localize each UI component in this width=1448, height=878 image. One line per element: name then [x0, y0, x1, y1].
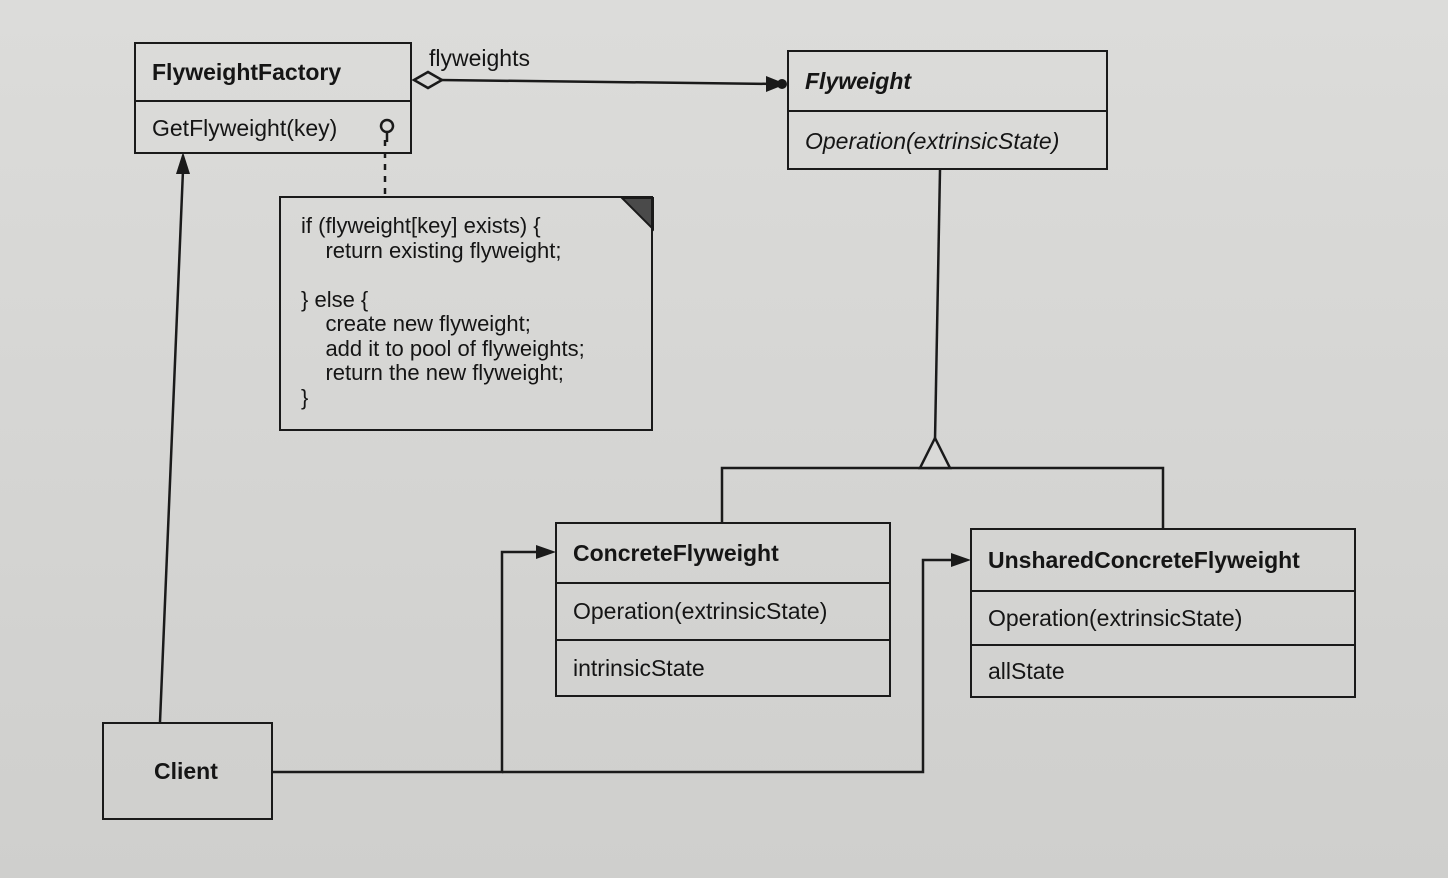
client-unshared-line [502, 558, 955, 774]
generalization-triangle [917, 435, 953, 470]
class-client: Client [102, 722, 273, 820]
client-concrete-line [272, 550, 540, 774]
flyweight-arrowhead [766, 76, 786, 92]
class-unshared-concrete-flyweight: UnsharedConcreteFlyweight Operation(extr… [970, 528, 1356, 698]
factory-arrowhead [176, 152, 190, 174]
class-name-concrete-flyweight: ConcreteFlyweight [573, 539, 779, 566]
aggregation-diamond [411, 70, 445, 90]
concrete-arrowhead [536, 545, 556, 559]
operation-unshared-concrete-flyweight: Operation(extrinsicState) [988, 604, 1243, 631]
class-flyweight-factory: FlyweightFactory GetFlyweight(key) [134, 42, 412, 154]
class-name-flyweight-factory: FlyweightFactory [152, 58, 342, 85]
note-dog-ear [619, 197, 654, 232]
note-text: if (flyweight[key] exists) { return exis… [301, 213, 585, 410]
association-label-flyweights: flyweights [429, 45, 530, 71]
generalization-trunk [933, 169, 942, 441]
class-concrete-flyweight: ConcreteFlyweight Operation(extrinsicSta… [555, 522, 891, 697]
operation-concrete-flyweight: Operation(extrinsicState) [573, 598, 828, 624]
attribute-intrinsic-state: intrinsicState [573, 654, 705, 681]
aggregation-line [439, 78, 779, 86]
class-name-client: Client [154, 757, 218, 784]
attribute-all-state: allState [988, 657, 1065, 684]
class-name-unshared-concrete-flyweight: UnsharedConcreteFlyweight [988, 546, 1300, 573]
client-factory-line [158, 169, 185, 723]
class-flyweight: Flyweight Operation(extrinsicState) [787, 50, 1108, 170]
class-name-flyweight: Flyweight [805, 67, 912, 94]
note-get-flyweight-logic: if (flyweight[key] exists) { return exis… [279, 196, 653, 431]
unshared-arrowhead [951, 553, 971, 567]
operation-flyweight: Operation(extrinsicState) [805, 127, 1060, 154]
flyweight-arrow-dot [777, 79, 787, 89]
operation-get-flyweight: GetFlyweight(key) [152, 114, 338, 141]
generalization-branch [720, 466, 1165, 528]
